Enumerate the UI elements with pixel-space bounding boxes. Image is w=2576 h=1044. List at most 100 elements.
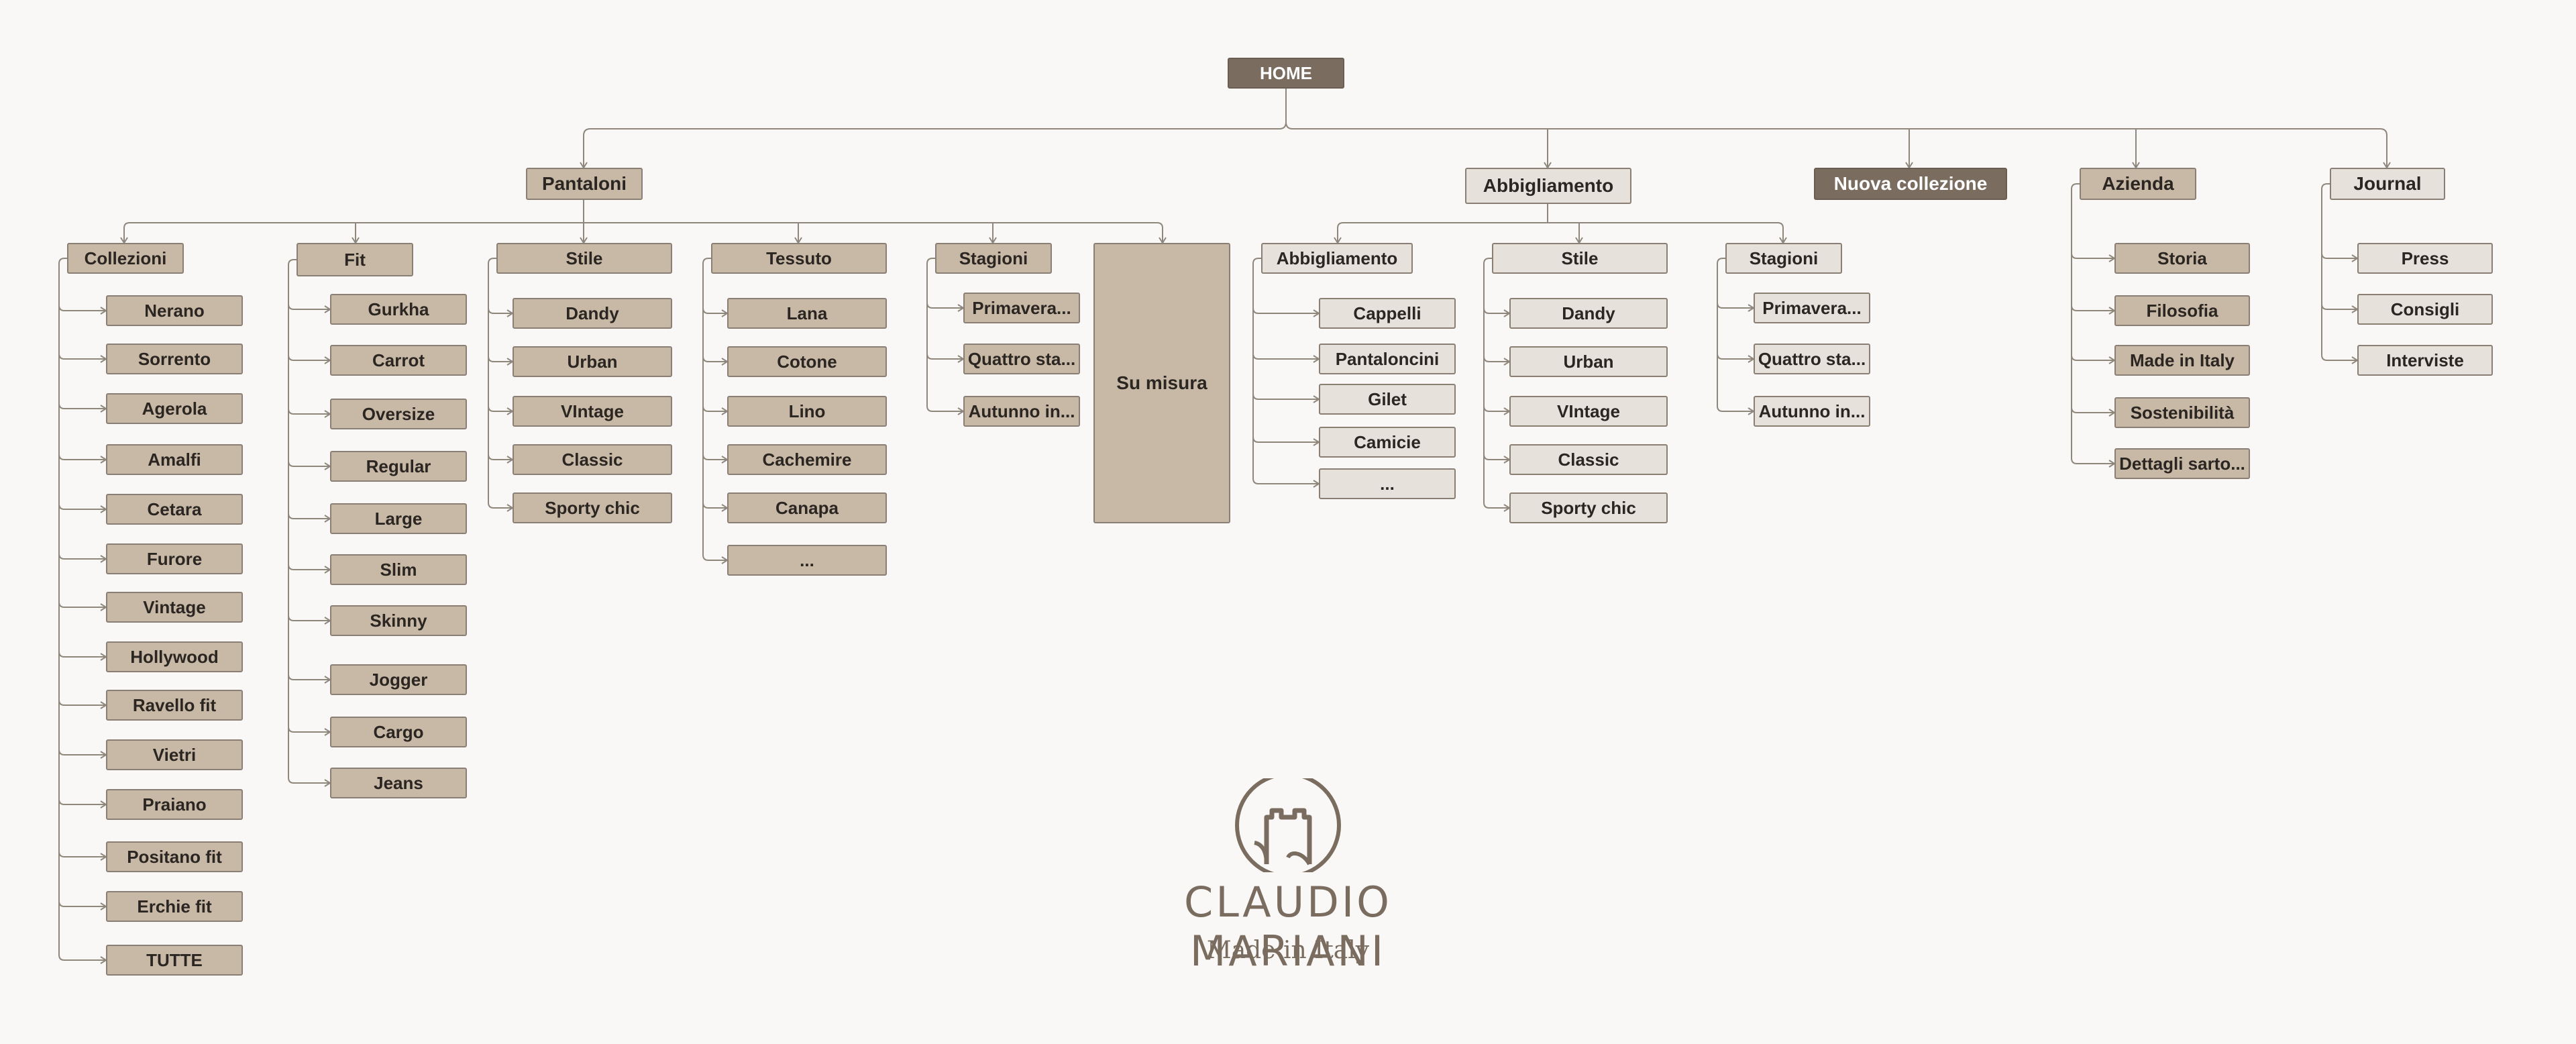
- connector: [1483, 307, 1509, 314]
- connector: [58, 900, 106, 907]
- collezioni-item-tutte[interactable]: TUTTE: [106, 945, 243, 976]
- stile-abbigliamento-item-classic[interactable]: Classic: [1509, 444, 1668, 475]
- home-node[interactable]: HOME: [1228, 58, 1344, 89]
- connector: [488, 454, 513, 460]
- group-stile-abbigliamento[interactable]: Stile: [1492, 243, 1668, 274]
- fit-item-jogger[interactable]: Jogger: [330, 664, 467, 695]
- connector: [702, 258, 711, 555]
- connector: [702, 554, 727, 561]
- group-abbigliamento-sub[interactable]: Abbigliamento: [1261, 243, 1413, 274]
- collezioni-item-hollywood[interactable]: Hollywood: [106, 641, 243, 672]
- section-azienda[interactable]: Azienda: [2080, 168, 2196, 200]
- connector: [702, 405, 727, 412]
- connector: [488, 405, 513, 412]
- group-collezioni[interactable]: Collezioni: [67, 243, 184, 274]
- stile-pantaloni-item-sporty-chic[interactable]: Sporty chic: [513, 492, 672, 523]
- collezioni-item-praiano[interactable]: Praiano: [106, 789, 243, 820]
- stagioni-abbigliamento-item-primavera[interactable]: Primavera...: [1754, 293, 1870, 323]
- fit-item-slim[interactable]: Slim: [330, 554, 467, 585]
- collezioni-item-vietri[interactable]: Vietri: [106, 739, 243, 770]
- tower-logo-icon: [1235, 772, 1341, 878]
- stile-pantaloni-item-dandy[interactable]: Dandy: [513, 298, 672, 329]
- collezioni-item-vintage[interactable]: Vintage: [106, 592, 243, 623]
- collezioni-item-amalfi[interactable]: Amalfi: [106, 444, 243, 475]
- group-stagioni-pantaloni[interactable]: Stagioni: [935, 243, 1052, 274]
- tessuto-item-cachemire[interactable]: Cachemire: [727, 444, 887, 475]
- group-su-misura[interactable]: Su misura: [1093, 243, 1230, 523]
- fit-item-skinny[interactable]: Skinny: [330, 605, 467, 636]
- tessuto-item-lino[interactable]: Lino: [727, 396, 887, 427]
- connector: [2321, 183, 2330, 355]
- stile-abbigliamento-item-sporty-chic[interactable]: Sporty chic: [1509, 492, 1668, 523]
- abbigliamento-item-more[interactable]: ...: [1319, 468, 1456, 499]
- tessuto-item-cotone[interactable]: Cotone: [727, 346, 887, 377]
- connector: [702, 307, 727, 314]
- connector: [1483, 454, 1509, 460]
- collezioni-item-nerano[interactable]: Nerano: [106, 295, 243, 326]
- connector: [1483, 405, 1509, 412]
- fit-item-oversize[interactable]: Oversize: [330, 399, 467, 429]
- connector: [1252, 353, 1319, 360]
- collezioni-item-ravello-fit[interactable]: Ravello fit: [106, 690, 243, 721]
- connector: [702, 502, 727, 509]
- fit-item-jeans[interactable]: Jeans: [330, 768, 467, 798]
- fit-item-cargo[interactable]: Cargo: [330, 717, 467, 747]
- connector: [1717, 405, 1754, 412]
- connector: [1252, 478, 1319, 484]
- stagioni-pantaloni-item-autunno-in[interactable]: Autunno in...: [963, 396, 1080, 427]
- group-stagioni-abbigliamento[interactable]: Stagioni: [1725, 243, 1842, 274]
- collezioni-item-positano-fit[interactable]: Positano fit: [106, 841, 243, 872]
- connector: [926, 258, 935, 406]
- abbigliamento-item-camicie[interactable]: Camicie: [1319, 427, 1456, 458]
- collezioni-item-agerola[interactable]: Agerola: [106, 393, 243, 424]
- tessuto-item-canapa[interactable]: Canapa: [727, 492, 887, 523]
- connector: [288, 513, 330, 519]
- connector: [1483, 502, 1509, 509]
- fit-item-carrot[interactable]: Carrot: [330, 345, 467, 376]
- stagioni-abbigliamento-item-quattro-sta[interactable]: Quattro sta...: [1754, 344, 1870, 374]
- connector: [926, 405, 963, 412]
- abbigliamento-item-gilet[interactable]: Gilet: [1319, 384, 1456, 415]
- connector: [123, 222, 1163, 243]
- stile-pantaloni-item-vintage[interactable]: VIntage: [513, 396, 672, 427]
- stagioni-pantaloni-item-primavera[interactable]: Primavera...: [963, 293, 1080, 323]
- journal-item-consigli[interactable]: Consigli: [2357, 294, 2493, 325]
- journal-item-press[interactable]: Press: [2357, 243, 2493, 274]
- connector: [2321, 303, 2357, 310]
- group-stile-pantaloni[interactable]: Stile: [496, 243, 672, 274]
- azienda-item-filosofia[interactable]: Filosofia: [2114, 295, 2250, 326]
- azienda-item-made-in-italy[interactable]: Made in Italy: [2114, 345, 2250, 376]
- abbigliamento-item-pantaloncini[interactable]: Pantaloncini: [1319, 344, 1456, 374]
- stile-abbigliamento-item-vintage[interactable]: VIntage: [1509, 396, 1668, 427]
- stagioni-abbigliamento-item-autunno-in[interactable]: Autunno in...: [1754, 396, 1870, 427]
- collezioni-item-cetara[interactable]: Cetara: [106, 494, 243, 525]
- group-fit[interactable]: Fit: [297, 243, 413, 276]
- tessuto-item-more[interactable]: ...: [727, 545, 887, 576]
- stile-abbigliamento-item-urban[interactable]: Urban: [1509, 346, 1668, 377]
- stile-abbigliamento-item-dandy[interactable]: Dandy: [1509, 298, 1668, 329]
- azienda-item-sostenibilita[interactable]: Sostenibilità: [2114, 397, 2250, 428]
- azienda-item-storia[interactable]: Storia: [2114, 243, 2250, 274]
- stile-pantaloni-item-urban[interactable]: Urban: [513, 346, 672, 377]
- group-tessuto[interactable]: Tessuto: [711, 243, 887, 274]
- collezioni-item-furore[interactable]: Furore: [106, 543, 243, 574]
- section-abbigliamento[interactable]: Abbigliamento: [1465, 168, 1631, 204]
- fit-item-regular[interactable]: Regular: [330, 451, 467, 482]
- tessuto-item-lana[interactable]: Lana: [727, 298, 887, 329]
- journal-item-interviste[interactable]: Interviste: [2357, 345, 2493, 376]
- abbigliamento-item-cappelli[interactable]: Cappelli: [1319, 298, 1456, 329]
- collezioni-item-erchie-fit[interactable]: Erchie fit: [106, 891, 243, 922]
- fit-item-large[interactable]: Large: [330, 503, 467, 534]
- connector: [58, 851, 106, 857]
- azienda-item-dettagli-sarto[interactable]: Dettagli sarto...: [2114, 448, 2250, 479]
- connector: [58, 699, 106, 706]
- collezioni-item-sorrento[interactable]: Sorrento: [106, 344, 243, 374]
- section-nuova-collezione[interactable]: Nuova collezione: [1814, 168, 2007, 200]
- section-journal[interactable]: Journal: [2330, 168, 2445, 200]
- section-pantaloni[interactable]: Pantaloni: [526, 168, 643, 200]
- stagioni-pantaloni-item-quattro-sta[interactable]: Quattro sta...: [963, 344, 1080, 374]
- fit-item-gurkha[interactable]: Gurkha: [330, 294, 467, 325]
- connector: [1483, 356, 1509, 362]
- connector: [288, 615, 330, 621]
- stile-pantaloni-item-classic[interactable]: Classic: [513, 444, 672, 475]
